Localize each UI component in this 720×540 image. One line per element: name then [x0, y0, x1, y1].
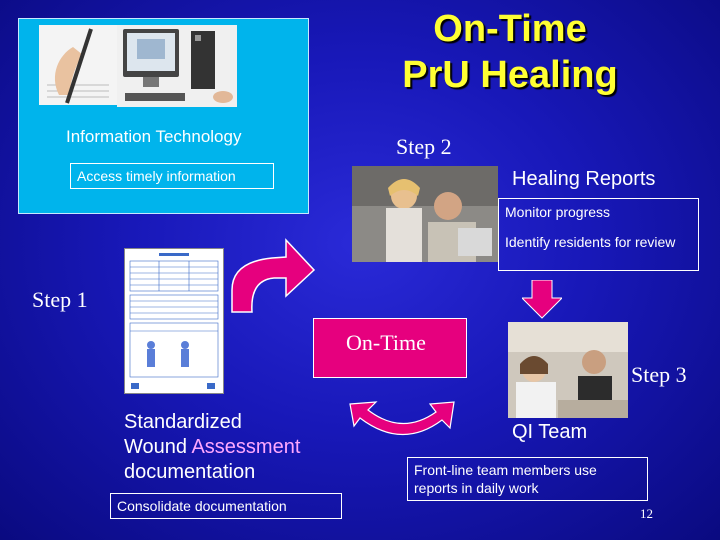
people-at-computer-photo	[352, 166, 498, 262]
step-3-label: Step 3	[631, 362, 687, 387]
step-1-label: Step 1	[32, 287, 88, 312]
monitor-progress-text: Monitor progress	[505, 204, 611, 220]
step-2-label: Step 2	[396, 134, 452, 159]
slide-title: On-Time PrU Healing	[380, 6, 640, 98]
page-number: 12	[640, 506, 653, 521]
healing-reports-heading: Healing Reports	[512, 168, 656, 190]
swa-line-2a: Wound	[124, 436, 192, 458]
wound-assessment-form-image	[124, 248, 224, 394]
identify-residents-text: Identify residents for review	[505, 234, 676, 250]
it-label: Information Technology	[66, 127, 242, 146]
pen-paper-illustration	[39, 25, 117, 105]
qi-team-box: Front-line team members use reports in d…	[407, 457, 648, 501]
swa-line-2b: Assessment	[191, 436, 301, 458]
title-line-1: On-Time	[433, 8, 587, 50]
on-time-box: On-Time	[313, 318, 467, 378]
swa-line-2: Wound Assessment	[124, 435, 300, 460]
healing-reports-box: Monitor progress Identify residents for …	[498, 198, 699, 271]
computer-illustration	[117, 25, 237, 107]
swa-line-1: Standardized	[124, 411, 242, 433]
it-subtext: Access timely information	[70, 163, 274, 189]
information-technology-panel	[18, 18, 309, 214]
title-line-2: PrU Healing	[402, 54, 618, 96]
curved-arrow-icon	[231, 238, 316, 313]
swa-line-3: documentation	[124, 461, 256, 483]
bidirectional-curved-arrow-icon	[349, 401, 455, 436]
qi-team-heading: QI Team	[512, 421, 588, 443]
standardized-wound-assessment-text: Standardized Wound Assessment documentat…	[124, 410, 300, 485]
consolidate-documentation-box: Consolidate documentation	[110, 493, 342, 519]
down-arrow-icon	[522, 280, 562, 319]
qi-team-meeting-photo	[508, 322, 628, 418]
